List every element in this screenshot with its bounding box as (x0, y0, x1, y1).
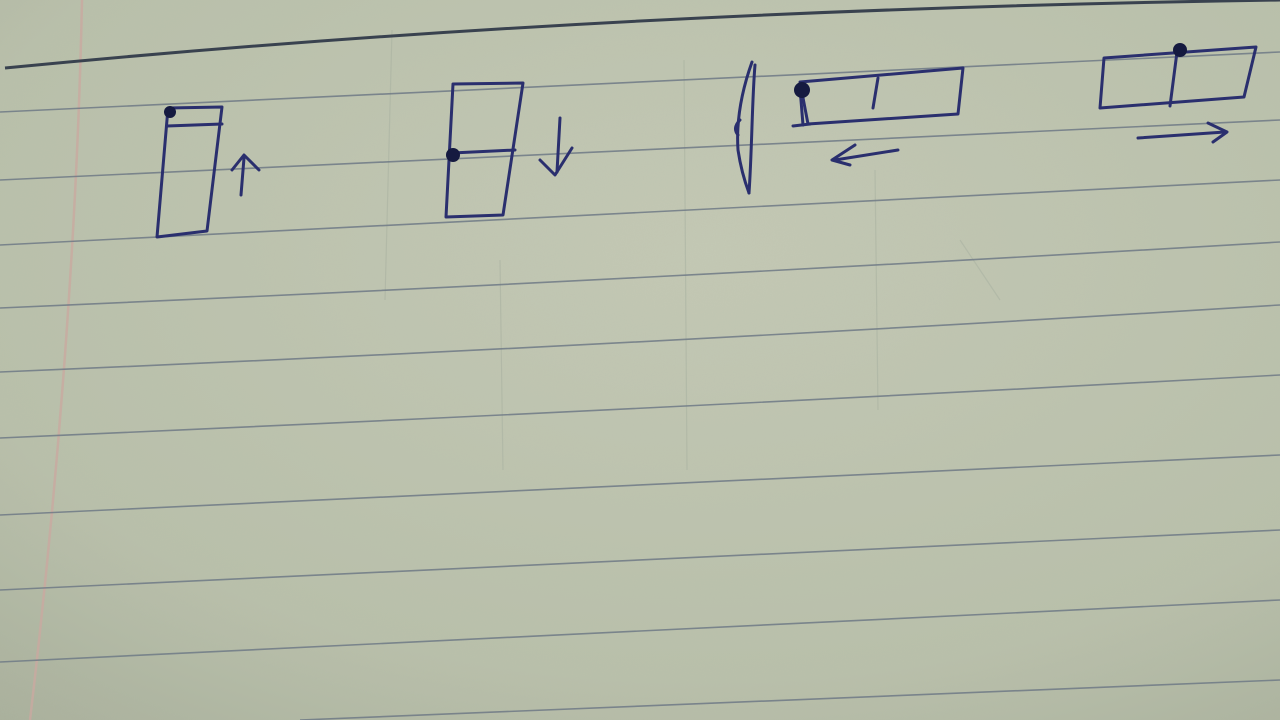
arrow-right-icon (1136, 121, 1229, 144)
pivot-dot (794, 82, 810, 98)
rectangle-tick (871, 76, 880, 110)
arrow-up-icon (230, 153, 261, 197)
rectangle-outline (798, 66, 965, 126)
margin-line (28, 0, 84, 720)
pivot-dot (1173, 43, 1187, 57)
ruled-lines (0, 51, 1280, 720)
pivot-dot (164, 106, 176, 118)
rectangle-outline (444, 81, 525, 219)
sketch-tall-rectangle-up (155, 105, 261, 239)
faint-vertical-lines (384, 29, 1001, 471)
rectangle-divider (450, 148, 517, 155)
rectangle-outline (1098, 45, 1258, 110)
pivot-dot (446, 148, 460, 162)
sketch-wide-split-rectangle-right (1098, 43, 1258, 144)
rectangle-divider (1168, 50, 1179, 108)
curved-stroke (734, 60, 757, 195)
sketch-wide-rectangle-left (734, 60, 965, 195)
rectangle-inner-line (165, 122, 224, 128)
rectangle-outline (155, 105, 224, 239)
arrow-left-icon (830, 143, 900, 167)
sketch-tall-split-rectangle-down (444, 81, 574, 219)
top-line (4, 0, 1280, 70)
arrow-down-icon (538, 116, 574, 177)
